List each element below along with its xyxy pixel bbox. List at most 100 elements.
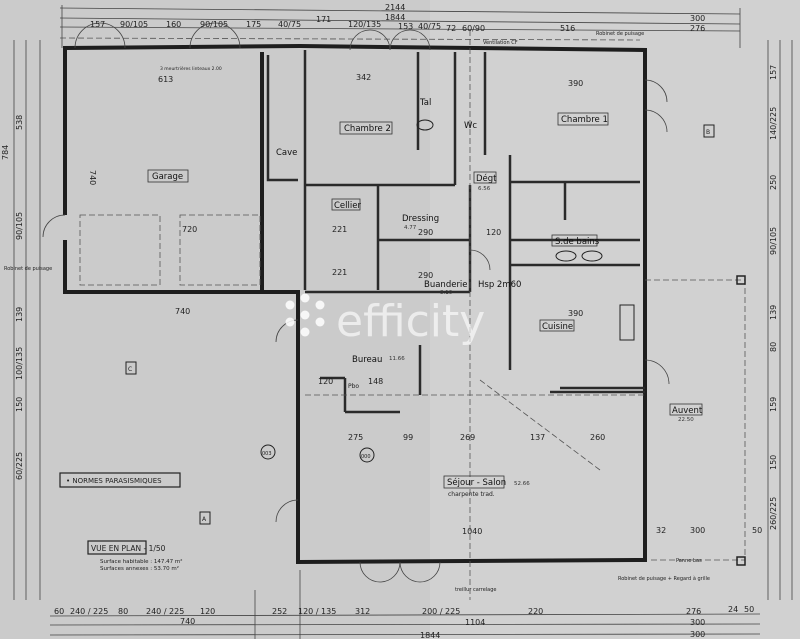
note-charpente: charpente trad. xyxy=(448,491,495,498)
dim-bottom: 50 xyxy=(744,605,754,614)
dim-interior: 32 xyxy=(656,526,666,535)
interior-dimensions: 613 342 390 740 720 221 221 290 290 120 … xyxy=(88,73,762,536)
dim-interior: 221 xyxy=(332,225,347,234)
robinet-puisage-left: Robinet de puisage xyxy=(4,266,52,272)
dim-bottom: 312 xyxy=(355,607,370,616)
room-cuisine: Cuisine xyxy=(542,322,573,332)
dim-right: 250 xyxy=(769,175,778,190)
treillur-note: treillur carrelage xyxy=(455,587,496,593)
room-wc: Wc xyxy=(464,121,477,131)
washbasin-right xyxy=(581,250,603,262)
section-c-label: C xyxy=(128,366,132,373)
dim-bottom: 300 xyxy=(690,618,705,627)
paper-fold-light xyxy=(430,0,800,639)
area-sejour: 52.66 xyxy=(514,481,530,487)
dim-right: 159 xyxy=(769,397,778,412)
marker-003-circle xyxy=(260,444,276,460)
dim-top: 90/105 xyxy=(120,20,148,29)
dim-bottom: 276 xyxy=(686,607,701,616)
marker-000-circle xyxy=(359,447,375,463)
dim-interior: 137 xyxy=(530,433,545,442)
dim-bottom: 24 xyxy=(728,605,738,614)
dim-bottom: 240 / 225 xyxy=(70,607,108,616)
dim-top: 153 xyxy=(398,22,413,31)
dim-right: 80 xyxy=(769,342,778,352)
room-sejour-salon: Séjour - Salon xyxy=(447,477,506,488)
garage-door-outlines xyxy=(79,214,261,286)
area-bureau: 11.66 xyxy=(389,356,405,362)
dim-interior: 221 xyxy=(332,268,347,277)
dim-bottom: 1844 xyxy=(420,631,440,639)
dim-right: 157 xyxy=(769,65,778,80)
normes-parasismiques: • NORMES PARASISMIQUES xyxy=(66,477,162,485)
section-b-label: B xyxy=(706,129,710,136)
room-bureau: Bureau xyxy=(352,355,382,365)
section-a-label: A xyxy=(202,516,207,523)
dim-top: 90/105 xyxy=(200,20,228,29)
interior-walls xyxy=(266,50,645,414)
room-dressing: Dressing xyxy=(402,214,439,224)
dim-bottom: 740 xyxy=(180,617,195,626)
dim-bottom: 300 xyxy=(690,630,705,639)
dim-interior: 390 xyxy=(568,309,583,318)
dim-left: 60/225 xyxy=(15,452,24,480)
dim-top: 160 xyxy=(166,20,181,29)
diagonal-guide-lines xyxy=(305,30,645,600)
room-auvent: Auvent xyxy=(672,406,703,416)
dim-top: 175 xyxy=(246,20,261,29)
dim-left: 150 xyxy=(15,397,24,412)
ceiling-height-label: Hsp 2m60 xyxy=(478,280,521,290)
dim-left: 538 xyxy=(15,115,24,130)
dim-top: 276 xyxy=(690,24,705,33)
panne-bas-note: Panne bas xyxy=(676,558,702,564)
dim-right: 260/225 xyxy=(769,497,778,530)
vue-en-plan-title: VUE EN PLAN - 1/50 xyxy=(91,544,166,553)
section-b-marker xyxy=(703,124,715,138)
room-cave: Cave xyxy=(276,148,297,158)
dim-interior: 120 xyxy=(318,377,333,386)
surface-habitable: Surface habitable : 147.47 m² xyxy=(100,558,182,565)
dim-top: 157 xyxy=(90,20,105,29)
dim-interior: 275 xyxy=(348,433,363,442)
dim-interior: 1040 xyxy=(462,527,482,536)
room-labels: Garage Chambre 2 Chambre 1 Cave Tal Wc D… xyxy=(147,98,703,498)
watermark-text: efficity xyxy=(336,296,485,347)
dim-bottom: 120 xyxy=(200,607,215,616)
right-dimensions: 157 140/225 250 90/105 139 80 159 150 26… xyxy=(769,65,778,530)
robinet-puisage-bottom: Robinet de puisage + Regard à grille xyxy=(618,575,710,582)
dim-top-house: 1844 xyxy=(385,13,405,22)
dim-top: 300 xyxy=(690,14,705,23)
kitchen-sink xyxy=(619,304,635,341)
dim-interior: 300 xyxy=(690,526,705,535)
dim-interior: 342 xyxy=(356,73,371,82)
dim-interior: 390 xyxy=(568,79,583,88)
washbasin-lav xyxy=(416,119,434,131)
dim-interior: 290 xyxy=(418,228,433,237)
area-auvent: 22.50 xyxy=(678,417,694,423)
top-dimension-lines xyxy=(59,5,741,48)
ventilation-note: Ventilation CF xyxy=(483,40,518,46)
dim-right: 90/105 xyxy=(769,227,778,255)
dim-right: 139 xyxy=(769,305,778,320)
dim-left: 90/105 xyxy=(15,212,24,240)
dim-top: 72 xyxy=(446,24,456,33)
surfaces-annexes: Surfaces annexes : 53.70 m² xyxy=(100,565,179,572)
dim-top: 171 xyxy=(316,15,331,24)
dim-right: 140/225 xyxy=(769,107,778,140)
area-buanderie: 8.10 xyxy=(440,290,453,296)
room-lav: Tal xyxy=(419,98,431,108)
washbasin-left xyxy=(555,250,577,262)
room-salle-de-bains: S.de bains xyxy=(555,237,600,247)
dim-bottom: 80 xyxy=(118,607,128,616)
dim-bottom: 240 / 225 xyxy=(146,607,184,616)
dim-interior: 290 xyxy=(418,271,433,280)
dim-top: 40/75 xyxy=(278,20,301,29)
dim-top: 516 xyxy=(560,24,575,33)
dim-left: 139 xyxy=(15,307,24,322)
exterior-walls xyxy=(63,43,647,565)
dim-interior: 720 xyxy=(182,225,197,234)
room-chambre-1: Chambre 1 xyxy=(561,115,608,125)
dim-top: 60/90 xyxy=(462,24,485,33)
bottom-dimensions: 60 240 / 225 80 240 / 225 120 252 120 / … xyxy=(54,605,754,639)
